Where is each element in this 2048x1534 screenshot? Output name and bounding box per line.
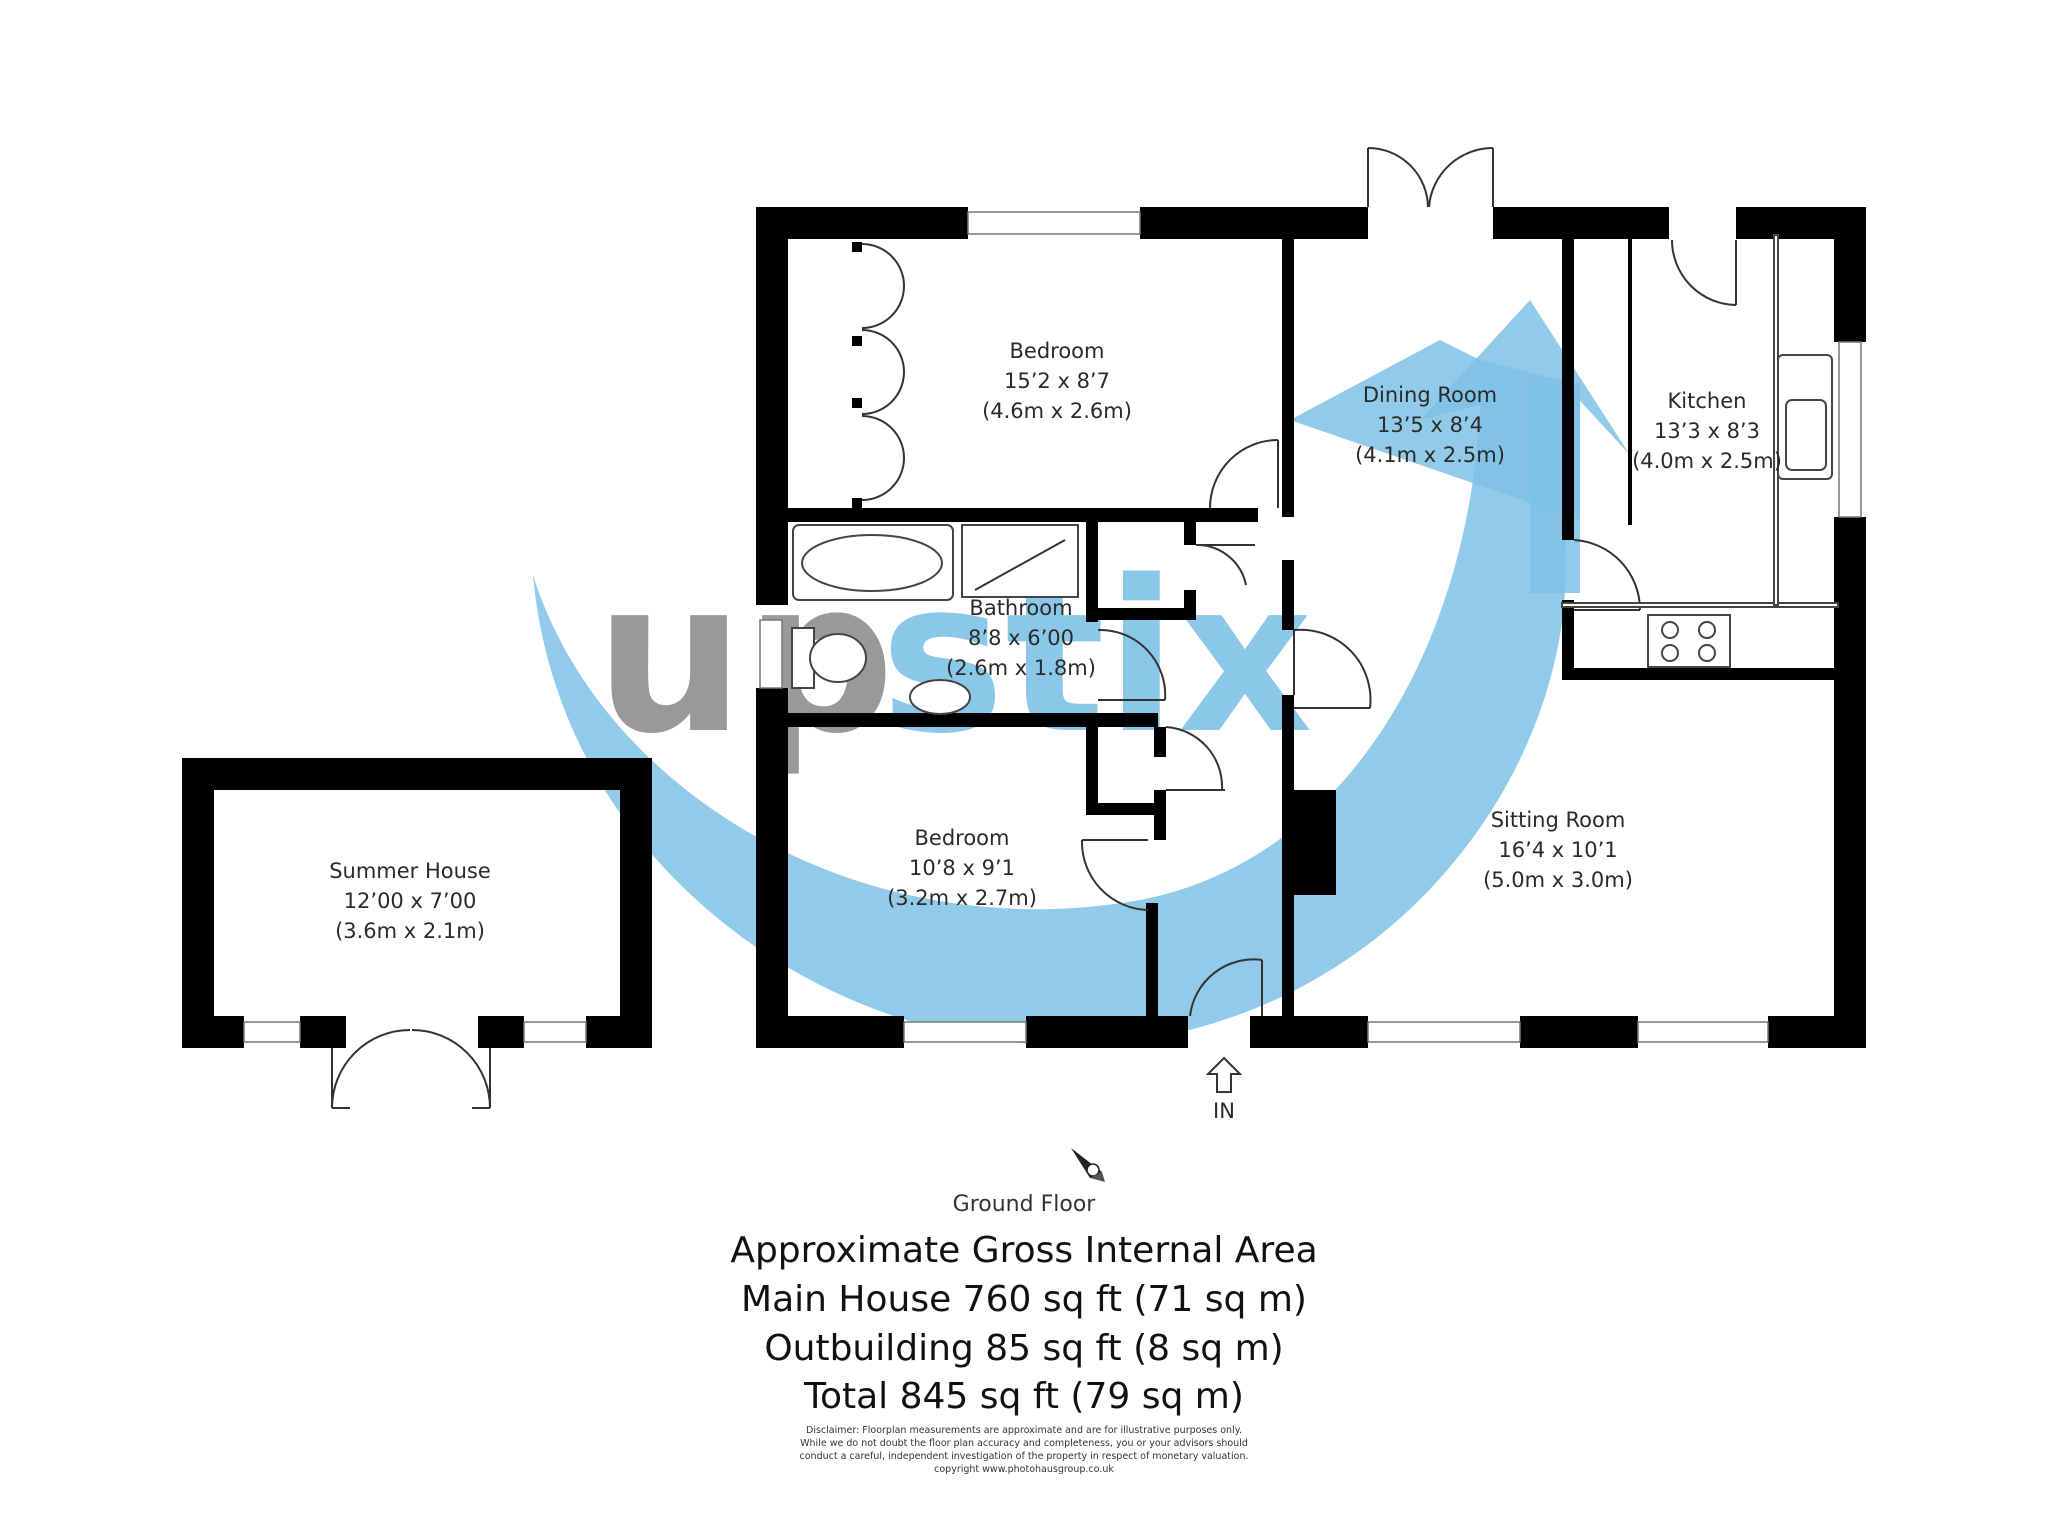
room-size-metric: (2.6m x 1.8m) xyxy=(946,656,1096,680)
main-house-walls xyxy=(756,207,1866,1048)
room-size-metric: (4.0m x 2.5m) xyxy=(1632,449,1782,473)
room-name: Bathroom xyxy=(969,596,1072,620)
room-bedroom-1: Bedroom 15’2 x 8’7 (4.6m x 2.6m) xyxy=(982,339,1132,423)
watermark-arrow-head xyxy=(1290,340,1580,520)
area-main-house: Main House 760 sq ft (71 sq m) xyxy=(741,1279,1307,1320)
area-total: Total 845 sq ft (79 sq m) xyxy=(804,1376,1244,1417)
room-name: Sitting Room xyxy=(1491,808,1626,832)
room-name: Dining Room xyxy=(1363,383,1497,407)
room-name: Bedroom xyxy=(1010,339,1105,363)
room-kitchen: Kitchen 13’3 x 8’3 (4.0m x 2.5m) xyxy=(1632,389,1782,473)
room-name: Summer House xyxy=(329,859,491,883)
summer-house xyxy=(182,758,652,1109)
room-bathroom: Bathroom 8’8 x 6’00 (2.6m x 1.8m) xyxy=(946,596,1096,680)
room-size-imperial: 16’4 x 10’1 xyxy=(1498,838,1617,862)
room-size-imperial: 12’00 x 7’00 xyxy=(344,889,477,913)
room-bedroom-2: Bedroom 10’8 x 9’1 (3.2m x 2.7m) xyxy=(887,826,1037,910)
room-size-imperial: 15’2 x 8’7 xyxy=(1004,369,1110,393)
floor-label: Ground Floor xyxy=(952,1192,1096,1217)
entrance-marker: IN xyxy=(1205,1056,1243,1123)
watermark-arrow-swoosh xyxy=(533,300,1630,1046)
main-house-windows xyxy=(759,211,1862,1043)
room-dining: Dining Room 13’5 x 8’4 (4.1m x 2.5m) xyxy=(1355,383,1505,467)
main-house-doors xyxy=(852,146,1737,1017)
room-size-metric: (5.0m x 3.0m) xyxy=(1483,868,1633,892)
room-name: Kitchen xyxy=(1668,389,1747,413)
basin xyxy=(909,679,971,715)
room-size-metric: (3.6m x 2.1m) xyxy=(335,919,485,943)
disclaimer-line: While we do not doubt the floor plan acc… xyxy=(800,1438,1248,1449)
area-outbuilding: Outbuilding 85 sq ft (8 sq m) xyxy=(764,1328,1284,1369)
disclaimer-copyright: copyright www.photohausgroup.co.uk xyxy=(934,1464,1114,1475)
room-size-metric: (4.6m x 2.6m) xyxy=(982,399,1132,423)
shower-tray xyxy=(961,524,1079,598)
room-size-imperial: 13’3 x 8’3 xyxy=(1654,419,1760,443)
room-size-imperial: 13’5 x 8’4 xyxy=(1377,413,1483,437)
disclaimer: Disclaimer: Floorplan measurements are a… xyxy=(0,1424,2048,1476)
room-size-imperial: 10’8 x 9’1 xyxy=(909,856,1015,880)
room-sitting: Sitting Room 16’4 x 10’1 (5.0m x 3.0m) xyxy=(1483,808,1633,892)
entrance-label: IN xyxy=(1213,1099,1235,1123)
room-size-metric: (4.1m x 2.5m) xyxy=(1355,443,1505,467)
fixtures xyxy=(791,234,1839,715)
disclaimer-line: conduct a careful, independent investiga… xyxy=(799,1451,1249,1462)
area-title: Approximate Gross Internal Area xyxy=(730,1230,1318,1271)
disclaimer-line: Disclaimer: Floorplan measurements are a… xyxy=(806,1425,1242,1436)
hob xyxy=(1647,614,1731,668)
room-size-metric: (3.2m x 2.7m) xyxy=(887,886,1037,910)
entrance-arrow-icon xyxy=(1205,1056,1243,1093)
room-name: Bedroom xyxy=(915,826,1010,850)
room-summer-house: Summer House 12’00 x 7’00 (3.6m x 2.1m) xyxy=(329,859,491,943)
compass-icon xyxy=(1071,1148,1105,1182)
room-size-imperial: 8’8 x 6’00 xyxy=(968,626,1074,650)
